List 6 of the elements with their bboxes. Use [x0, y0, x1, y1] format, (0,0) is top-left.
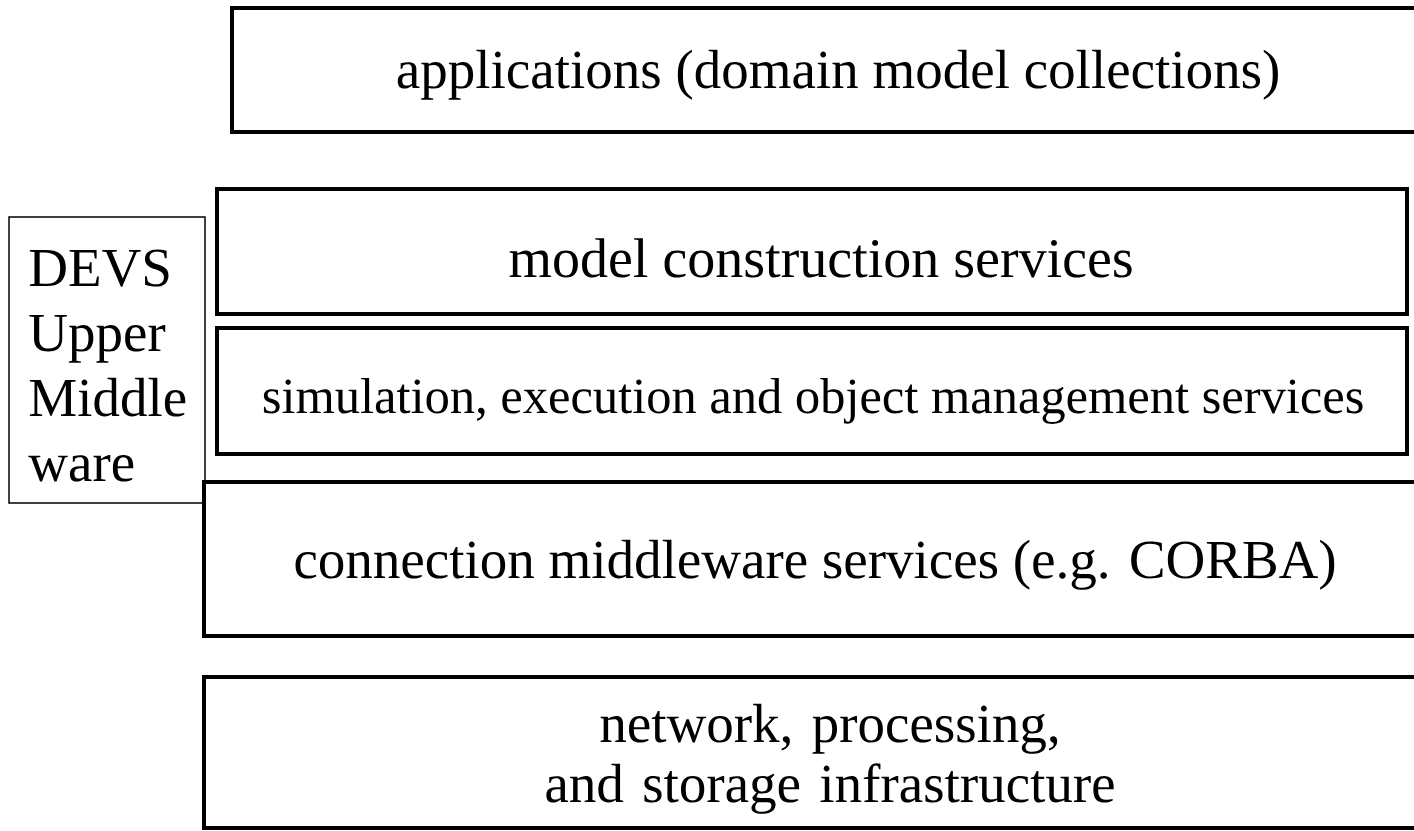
label-box: DEVS Upper Middle ware: [8, 216, 206, 504]
layer-box: connection middleware services (e.g. CORBA): [202, 480, 1414, 638]
layer-box: applications (domain model collections): [230, 6, 1414, 134]
layer-box: simulation, execution and object management services: [215, 326, 1409, 456]
layer-box: network, processing, and storage infrastructure: [202, 675, 1414, 830]
layer-box: model construction services: [215, 187, 1409, 316]
